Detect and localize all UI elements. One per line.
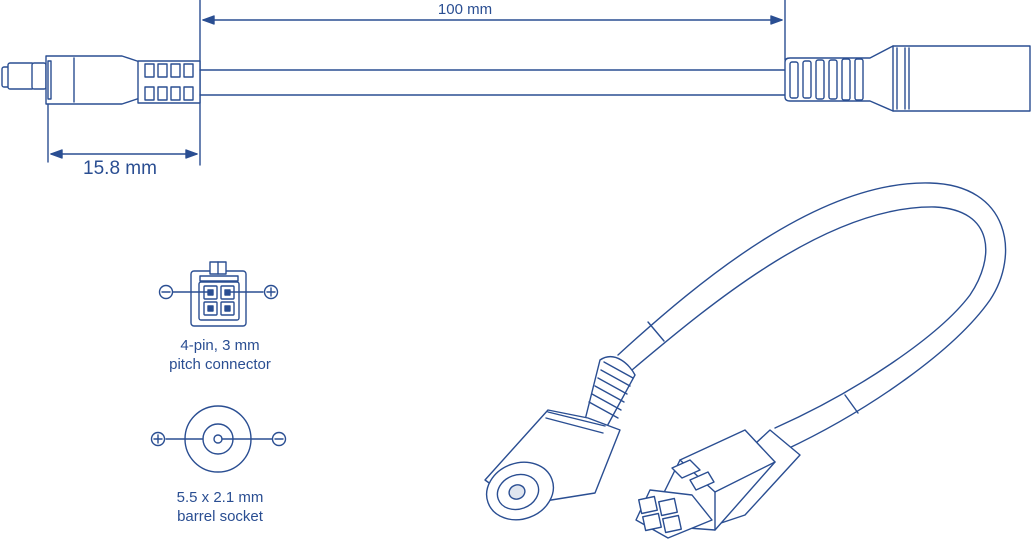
minus-icon bbox=[158, 284, 174, 300]
side-view-cable bbox=[1, 0, 1031, 166]
barrel-polarity-icon bbox=[150, 405, 287, 473]
connector-caption-line2: pitch connector bbox=[169, 356, 271, 373]
barrel-caption-line2: barrel socket bbox=[177, 508, 263, 525]
minus-icon bbox=[271, 431, 287, 447]
cable-length-label: 100 mm bbox=[437, 1, 493, 18]
dimension-15-8mm-line bbox=[47, 97, 198, 163]
barrel-caption: 5.5 x 2.1 mm barrel socket bbox=[120, 488, 320, 526]
barrel-caption-line1: 5.5 x 2.1 mm bbox=[176, 489, 264, 506]
barrel-socket-perspective bbox=[484, 356, 636, 521]
connector-pinout-icon bbox=[158, 261, 279, 327]
barrel-socket-side bbox=[784, 45, 1031, 112]
dimension-100mm-line bbox=[199, 0, 786, 166]
cable-straight bbox=[199, 69, 786, 96]
plus-icon bbox=[263, 284, 279, 300]
perspective-cable bbox=[484, 182, 1007, 539]
connector-length-label: 15.8 mm bbox=[83, 158, 157, 179]
plus-icon bbox=[150, 431, 166, 447]
cable-loop bbox=[617, 182, 1007, 451]
molex-plug-side bbox=[1, 55, 201, 105]
connector-caption: 4-pin, 3 mm pitch connector bbox=[120, 336, 320, 374]
connector-caption-line1: 4-pin, 3 mm bbox=[180, 337, 260, 354]
molex-plug-perspective bbox=[635, 429, 801, 539]
